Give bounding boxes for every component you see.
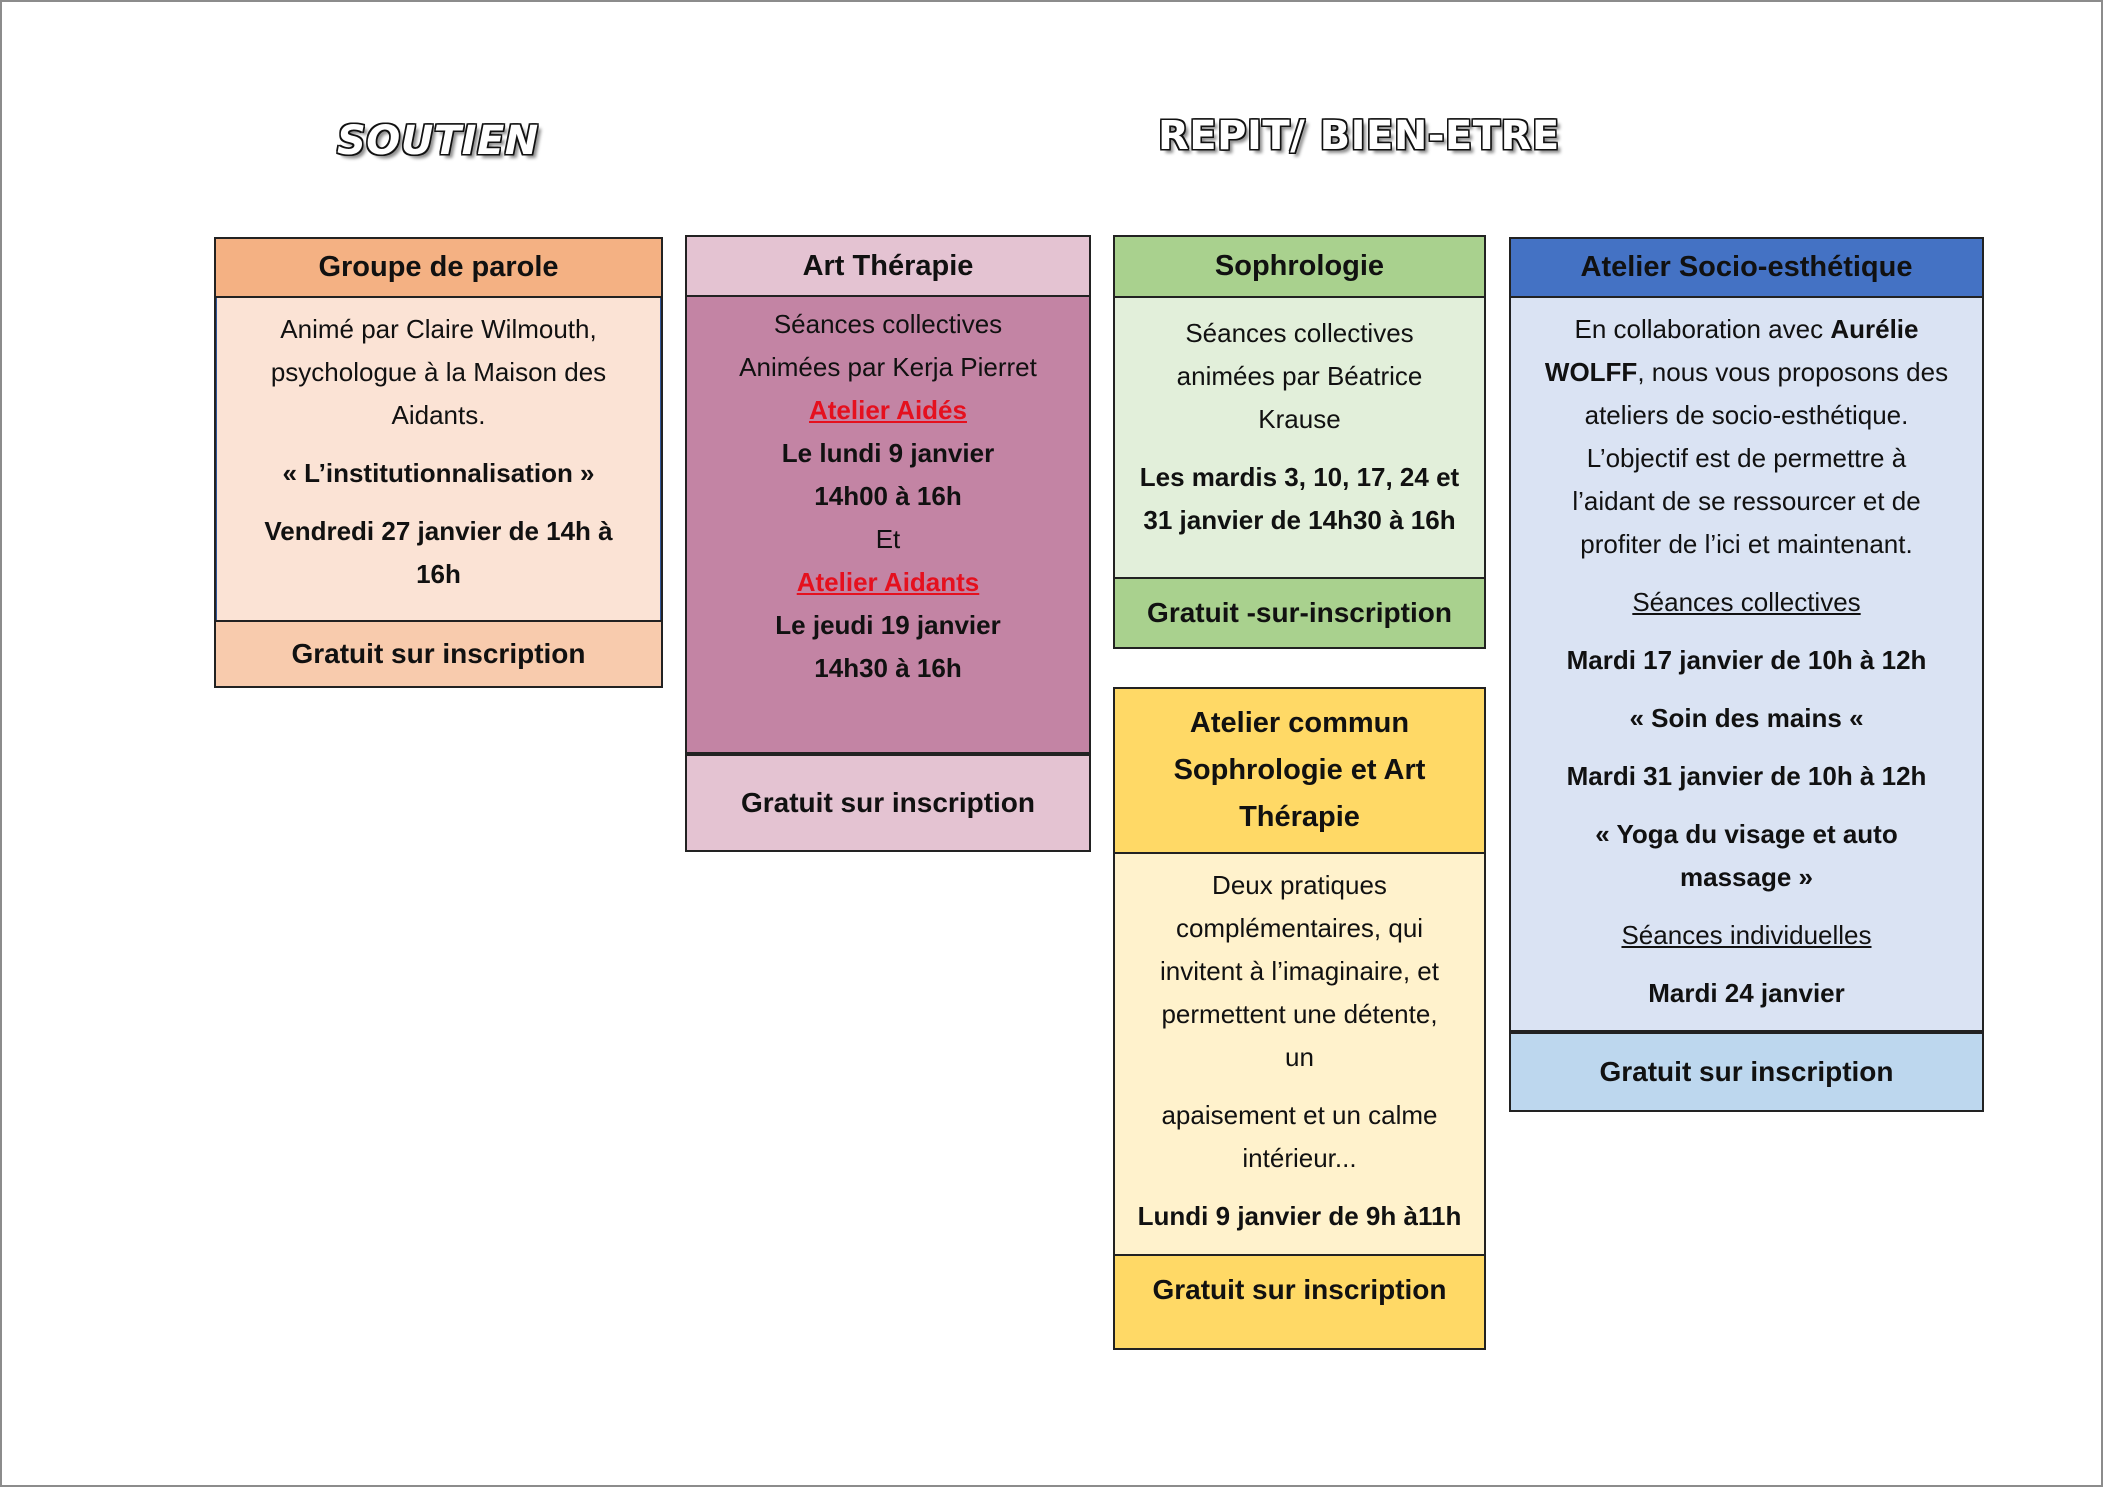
section-label: Séances collectives (1632, 587, 1861, 617)
intro-name-last: WOLFF (1544, 357, 1638, 387)
session-date: 16h (416, 559, 461, 589)
card-sophrologie: Sophrologie Séances collectives animées … (1113, 235, 1486, 649)
intro-line: En collaboration avec Aurélie (1533, 308, 1960, 351)
text-line: Séances collectives (773, 309, 1003, 339)
session-date: Le jeudi 19 janvier (775, 610, 1001, 640)
text-line: Séances collectives (1185, 318, 1414, 348)
card-footer: Gratuit sur inscription (216, 620, 661, 686)
text-line: ateliers de socio-esthétique. (1584, 400, 1909, 430)
card-title: Art Thérapie (687, 237, 1089, 297)
card-footer: Gratuit sur inscription (687, 752, 1089, 850)
session-title: massage » (1680, 862, 1813, 892)
session-time: 14h00 à 16h (814, 481, 962, 511)
card-body: Séances collectives animées par Béatrice… (1115, 298, 1484, 577)
text-line: l’aidant de se ressourcer et de (1572, 486, 1921, 516)
intro-line: WOLFF, nous vous proposons des (1533, 351, 1960, 394)
card-body: Deux pratiques complémentaires, qui invi… (1115, 854, 1484, 1254)
card-title: Groupe de parole (216, 239, 661, 298)
text-line: Aidants. (391, 400, 486, 430)
title-line: Thérapie (1239, 801, 1360, 833)
text-line: apaisement et un calme (1161, 1100, 1438, 1130)
session-date: Mardi 24 janvier (1648, 978, 1845, 1008)
session-title: « Yoga du visage et auto (1595, 819, 1898, 849)
card-body: Séances collectives Animées par Kerja Pi… (687, 297, 1089, 752)
card-title: Sophrologie (1115, 237, 1484, 298)
text-line: profiter de l’ici et maintenant. (1580, 529, 1913, 559)
card-title: Atelier commun Sophrologie et Art Thérap… (1115, 689, 1484, 854)
session-time: 14h30 à 16h (814, 653, 962, 683)
text-line: psychologue à la Maison des (270, 357, 607, 387)
text-line: complémentaires, qui (1175, 913, 1424, 943)
text-line: Krause (1258, 404, 1341, 434)
title-line: Atelier commun (1189, 707, 1410, 739)
card-atelier-socio-esthetique: Atelier Socio-esthétique En collaboratio… (1509, 237, 1984, 1112)
text-line: intérieur... (1242, 1143, 1357, 1173)
session-dates: Les mardis 3, 10, 17, 24 et (1139, 462, 1460, 492)
card-art-therapie: Art Thérapie Séances collectives Animées… (685, 235, 1091, 852)
text-line: L’objectif est de permettre à (1586, 443, 1907, 473)
intro-prefix: En collaboration avec (1574, 314, 1831, 344)
session-date: Mardi 17 janvier de 10h à 12h (1566, 645, 1927, 675)
section-label: Séances individuelles (1621, 920, 1872, 950)
theme-title: « L’institutionnalisation » (282, 458, 595, 488)
card-footer: Gratuit sur inscription (1511, 1030, 1982, 1110)
intro-name-first: Aurélie (1830, 314, 1919, 344)
text-line: un (1285, 1042, 1314, 1072)
session-date: Le lundi 9 janvier (781, 438, 995, 468)
card-body: En collaboration avec Aurélie WOLFF, nou… (1511, 298, 1982, 1030)
atelier-aides-link[interactable]: Atelier Aidés (809, 395, 967, 425)
text-line: Animé par Claire Wilmouth, (280, 314, 597, 344)
text-line: invitent à l’imaginaire, et (1160, 956, 1439, 986)
text-line: Deux pratiques (1212, 870, 1387, 900)
text-line: Et (875, 524, 901, 554)
card-title: Atelier Socio-esthétique (1511, 239, 1982, 298)
card-footer: Gratuit -sur-inscription (1115, 577, 1484, 647)
session-date: Vendredi 27 janvier de 14h à (264, 516, 613, 546)
heading-repit-bien-etre: REPIT/ BIEN-ETRE (1158, 113, 1560, 159)
atelier-aidants-link[interactable]: Atelier Aidants (796, 567, 980, 597)
session-title: « Soin des mains « (1629, 703, 1864, 733)
text-line: Animées par Kerja Pierret (739, 352, 1037, 382)
card-footer: Gratuit sur inscription (1115, 1254, 1484, 1348)
intro-rest: , nous vous proposons des (1637, 357, 1949, 387)
title-line: Sophrologie et Art (1173, 754, 1426, 786)
heading-soutien: SOUTIEN (337, 118, 539, 164)
card-body: Animé par Claire Wilmouth, psychologue à… (216, 298, 661, 620)
card-groupe-de-parole: Groupe de parole Animé par Claire Wilmou… (214, 237, 663, 688)
session-date: Lundi 9 janvier de 9h à11h (1137, 1201, 1462, 1231)
text-line: permettent une détente, (1161, 999, 1438, 1029)
session-dates: 31 janvier de 14h30 à 16h (1143, 505, 1456, 535)
text-line: animées par Béatrice (1176, 361, 1423, 391)
card-atelier-commun: Atelier commun Sophrologie et Art Thérap… (1113, 687, 1486, 1350)
session-date: Mardi 31 janvier de 10h à 12h (1566, 761, 1927, 791)
